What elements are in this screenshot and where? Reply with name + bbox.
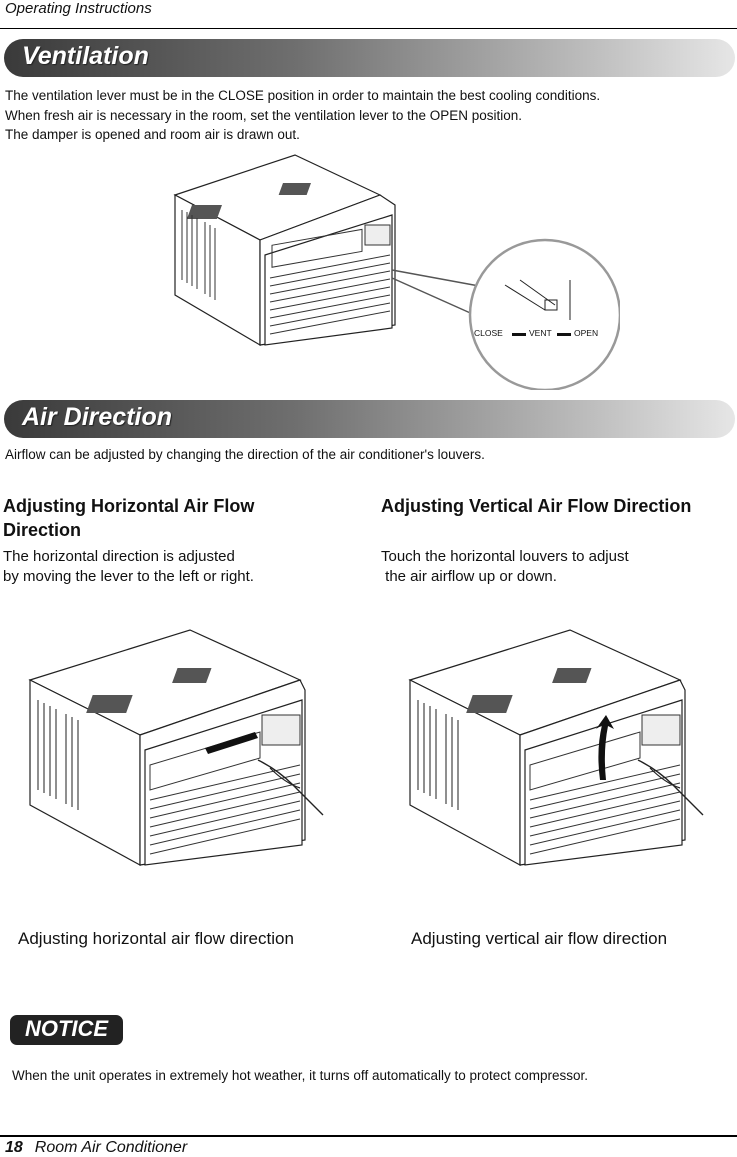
footer-title: Room Air Conditioner — [34, 1139, 188, 1156]
horizontal-caption: Adjusting horizontal air flow direction — [18, 929, 294, 948]
notice-badge: NOTICE — [10, 1015, 123, 1045]
ventilation-banner: Ventilation — [4, 39, 735, 77]
ventilation-line-2: When fresh air is necessary in the room,… — [5, 107, 522, 123]
vertical-heading: Adjusting Vertical Air Flow Direction — [381, 496, 692, 516]
ventilation-line-1: The ventilation lever must be in the CLO… — [5, 88, 601, 103]
lever-label-open: OPEN — [574, 328, 598, 338]
horizontal-heading: Adjusting Horizontal Air Flow Direction — [3, 494, 343, 542]
footer-rule — [0, 1135, 737, 1137]
horizontal-body-line-2: by moving the lever to the left or right… — [3, 568, 254, 585]
running-header: Operating Instructions — [5, 0, 152, 17]
ventilation-paragraph: The ventilation lever must be in the CLO… — [5, 86, 725, 145]
header-rule — [0, 28, 737, 29]
notice-text: When the unit operates in extremely hot … — [12, 1068, 589, 1083]
notice-label: NOTICE — [24, 1016, 109, 1041]
page-number: 18 — [5, 1139, 23, 1156]
lever-label-close: CLOSE — [474, 328, 503, 338]
vertical-body-line-2: the air airflow up or down. — [381, 568, 557, 585]
lever-label-vent: VENT — [529, 328, 552, 338]
horizontal-airflow-illustration — [28, 629, 324, 867]
ventilation-illustration: CLOSE VENT OPEN — [173, 154, 620, 390]
horizontal-heading-line-2: Direction — [3, 520, 82, 540]
horizontal-heading-line-1: Adjusting Horizontal Air Flow — [3, 496, 255, 516]
footer: 18 Room Air Conditioner — [5, 1139, 187, 1157]
vertical-caption: Adjusting vertical air flow direction — [411, 929, 668, 948]
vertical-body-line-1: Touch the horizontal louvers to adjust — [381, 548, 629, 565]
air-direction-intro: Airflow can be adjusted by changing the … — [5, 447, 485, 462]
air-direction-title: Air Direction — [22, 403, 173, 431]
vertical-airflow-illustration — [408, 629, 704, 867]
horizontal-body: The horizontal direction is adjusted by … — [3, 547, 343, 587]
ventilation-title: Ventilation — [22, 42, 149, 70]
vertical-body: Touch the horizontal louvers to adjust t… — [381, 547, 721, 587]
air-direction-banner: Air Direction — [4, 400, 735, 438]
horizontal-body-line-1: The horizontal direction is adjusted — [3, 548, 235, 565]
ventilation-line-3: The damper is opened and room air is dra… — [5, 127, 300, 142]
